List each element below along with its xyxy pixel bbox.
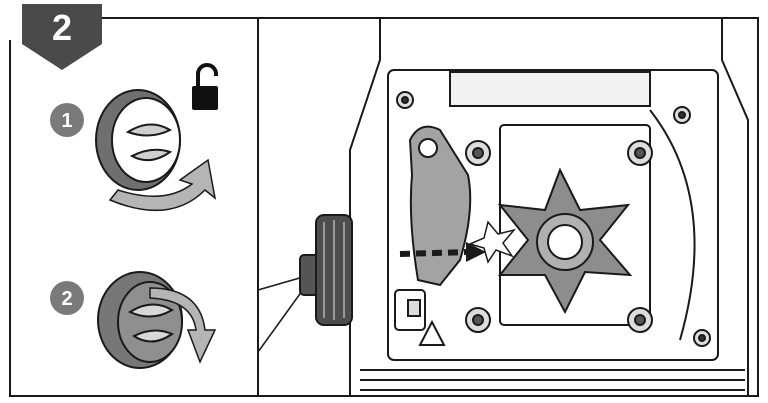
contact-spark	[467, 220, 517, 264]
step-number: 2	[52, 7, 72, 48]
sub-step-2: 2	[50, 271, 217, 369]
mounting-screws	[396, 91, 711, 347]
rotate-ccw-arrow	[108, 158, 217, 212]
sub-step-2-number: 2	[61, 288, 72, 310]
knob-2	[97, 271, 183, 369]
screw-icon	[693, 329, 711, 347]
screw-icon	[465, 140, 491, 166]
screw-icon	[396, 91, 414, 109]
unlock-padlock-icon	[192, 63, 218, 110]
arm-pivot	[418, 138, 438, 158]
diagram-border	[9, 17, 759, 397]
step-badge: 2	[22, 4, 102, 70]
screw-icon	[465, 307, 491, 333]
motion-arrow	[399, 242, 486, 262]
vent-grille	[360, 369, 745, 391]
sub-step-1: 1	[50, 63, 218, 212]
sub-step-1-number: 1	[61, 110, 72, 132]
rotate-cw-arrow	[149, 287, 217, 364]
lower-mechanism	[394, 289, 446, 346]
tension-knob	[299, 214, 353, 326]
drive-roller	[497, 167, 633, 315]
screw-icon	[627, 140, 653, 166]
pressure-arm	[408, 125, 472, 287]
screw-icon	[673, 106, 691, 124]
screw-icon	[627, 307, 653, 333]
knob-1	[95, 89, 181, 191]
